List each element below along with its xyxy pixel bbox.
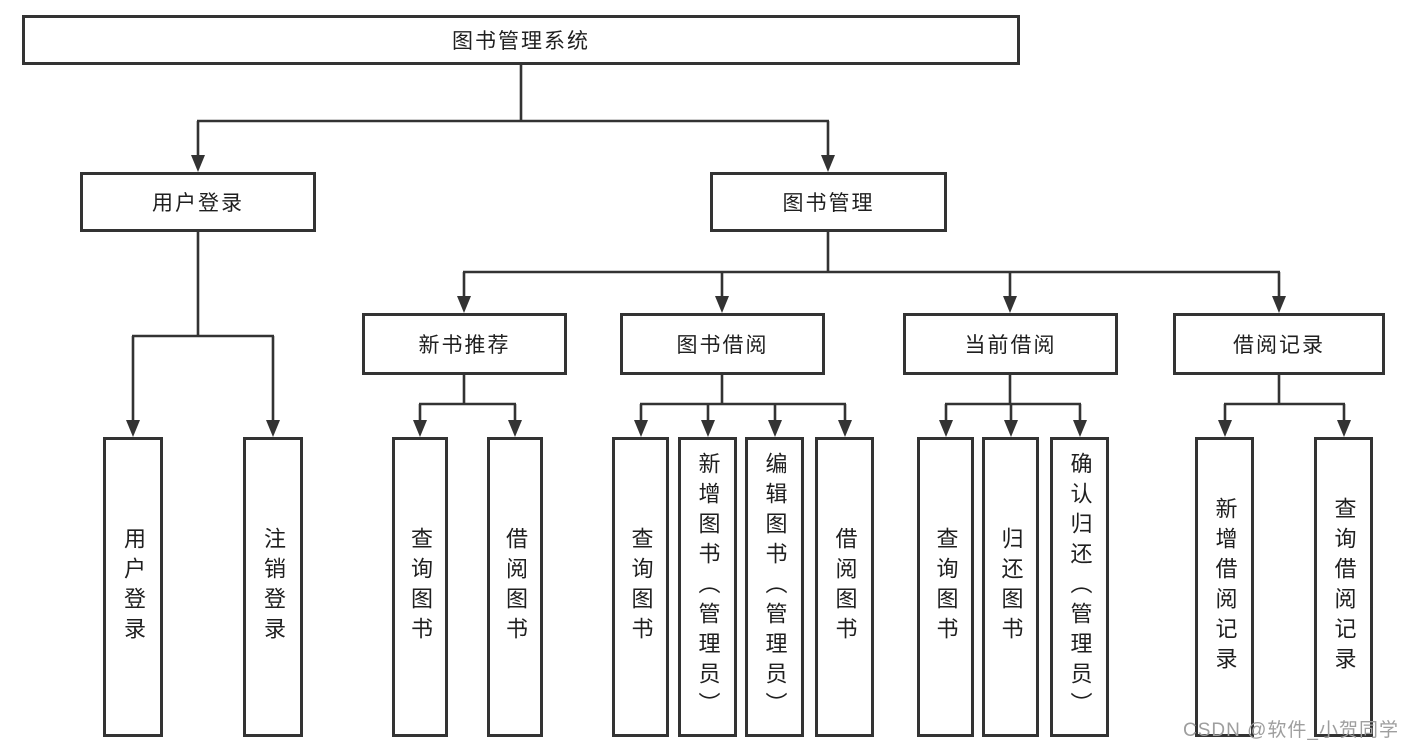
node-book-borrow-label: 图书借阅	[676, 334, 769, 357]
node-current-borrow: 当前借阅	[903, 313, 1118, 375]
node-root-label: 图书管理系统	[452, 30, 590, 53]
leaf-label: 查询图书	[628, 527, 654, 647]
leaf-label: 借阅图书	[503, 527, 528, 647]
leaf-user-login: 用户登录	[103, 437, 163, 737]
leaf-query-books-current: 查询图书	[917, 437, 974, 737]
leaf-label: 新增借阅记录	[1212, 497, 1238, 677]
node-book-borrow: 图书借阅	[620, 313, 825, 375]
leaf-label: 归还图书	[998, 527, 1024, 647]
node-borrow-records: 借阅记录	[1173, 313, 1385, 375]
leaf-query-books-borrow: 查询图书	[612, 437, 669, 737]
node-borrow-records-label: 借阅记录	[1233, 334, 1325, 357]
leaf-logout-login: 注销登录	[243, 437, 303, 737]
leaf-label: 新增图书（管理员）	[695, 452, 721, 722]
leaf-label: 查询借阅记录	[1331, 497, 1357, 677]
leaf-label: 查询图书	[408, 527, 433, 647]
node-new-book-rec-label: 新书推荐	[418, 334, 511, 357]
node-new-book-rec: 新书推荐	[362, 313, 567, 375]
leaf-label: 编辑图书（管理员）	[762, 452, 788, 722]
leaf-query-books-rec: 查询图书	[392, 437, 448, 737]
node-book-mgmt-label: 图书管理	[782, 192, 875, 215]
leaf-query-borrow-record: 查询借阅记录	[1314, 437, 1373, 737]
node-book-mgmt: 图书管理	[710, 172, 947, 232]
leaf-label: 注销登录	[261, 527, 286, 647]
node-user-login: 用户登录	[80, 172, 316, 232]
leaf-add-books-admin: 新增图书（管理员）	[678, 437, 737, 737]
leaf-borrow-books-rec: 借阅图书	[487, 437, 543, 737]
node-current-borrow-label: 当前借阅	[964, 334, 1057, 357]
leaf-confirm-return-admin: 确认归还（管理员）	[1050, 437, 1109, 737]
leaf-edit-books-admin: 编辑图书（管理员）	[745, 437, 804, 737]
csdn-watermark: CSDN @软件_小贺同学	[1183, 720, 1399, 741]
node-user-login-label: 用户登录	[152, 192, 244, 215]
leaf-label: 借阅图书	[832, 527, 858, 647]
leaf-label: 确认归还（管理员）	[1067, 452, 1093, 722]
leaf-borrow-books-borrow: 借阅图书	[815, 437, 874, 737]
leaf-label: 用户登录	[121, 527, 146, 647]
leaf-label: 查询图书	[933, 527, 959, 647]
leaf-add-borrow-record: 新增借阅记录	[1195, 437, 1254, 737]
leaf-return-books: 归还图书	[982, 437, 1039, 737]
node-root: 图书管理系统	[22, 15, 1020, 65]
